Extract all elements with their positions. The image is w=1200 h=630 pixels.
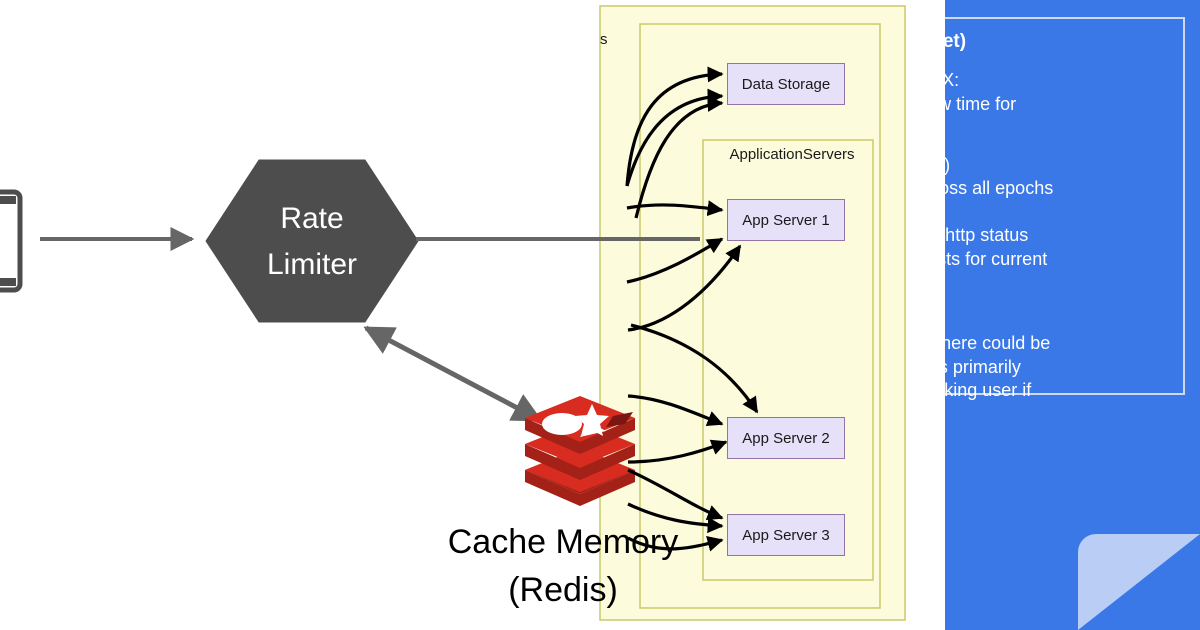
algorithm-text-box: Algorithm (using redis sorted set) On re… <box>945 17 1185 400</box>
algorithm-line: 5. else return true <box>945 295 1169 319</box>
redis-logo-icon <box>525 396 635 506</box>
page-fold-shape <box>1078 534 1200 630</box>
arrow-rate-limiter-redis <box>363 325 543 423</box>
rate-limiter-hexagon <box>205 159 419 323</box>
algorithm-line: 3. Get total number of requests across a… <box>945 178 1054 198</box>
algorithm-line: user X - O(logN) <box>945 116 1169 140</box>
algorithm-slide-panel: Algorithm (using redis sorted set) On re… <box>945 0 1200 630</box>
algorithm-line: epoch - O(1) <box>945 271 1169 295</box>
node-data-storage: Data Storage <box>727 63 845 105</box>
spacer <box>945 318 1169 332</box>
algorithm-line: Note: Above steps are not atomic, there … <box>945 333 1051 353</box>
algorithm-line: code and remove number of requests for c… <box>945 248 1048 269</box>
algorithm-heading: Algorithm (using redis sorted set) <box>945 31 967 52</box>
spacer <box>945 140 1169 154</box>
algorithm-line: 4. If more than threshold, send 429 http… <box>945 225 1029 245</box>
algorithm-line: for user X in window - O(1) <box>945 201 1169 225</box>
algorithm-line: On receiving api request from user X: <box>945 70 960 90</box>
architecture-diagram: s ApplicationServers Rate Limiter Cache … <box>0 5 906 621</box>
algorithm-line: blocked. This should be fine. <box>945 403 1169 427</box>
algorithm-line: 1. Remove older than rolling window time… <box>945 93 1017 114</box>
algorithm-body: On receiving api request from user X: 1.… <box>945 69 1169 426</box>
mobile-phone-icon <box>0 189 23 293</box>
node-app-server-2: App Server 2 <box>727 417 845 459</box>
algorithm-line: going to help and may delay unblocking u… <box>945 380 1032 400</box>
node-app-server-1: App Server 1 <box>727 199 845 241</box>
algorithm-line: race condition when reading. This is pri… <box>945 356 1021 377</box>
diagram-canvas <box>0 5 906 621</box>
page-fold-corner <box>1078 534 1200 630</box>
node-app-server-3: App Server 3 <box>727 514 845 556</box>
arrow-bundle-to-nodes <box>625 66 759 552</box>
algorithm-line: 2. Add entry for current epoch - O(1) <box>945 154 1169 178</box>
